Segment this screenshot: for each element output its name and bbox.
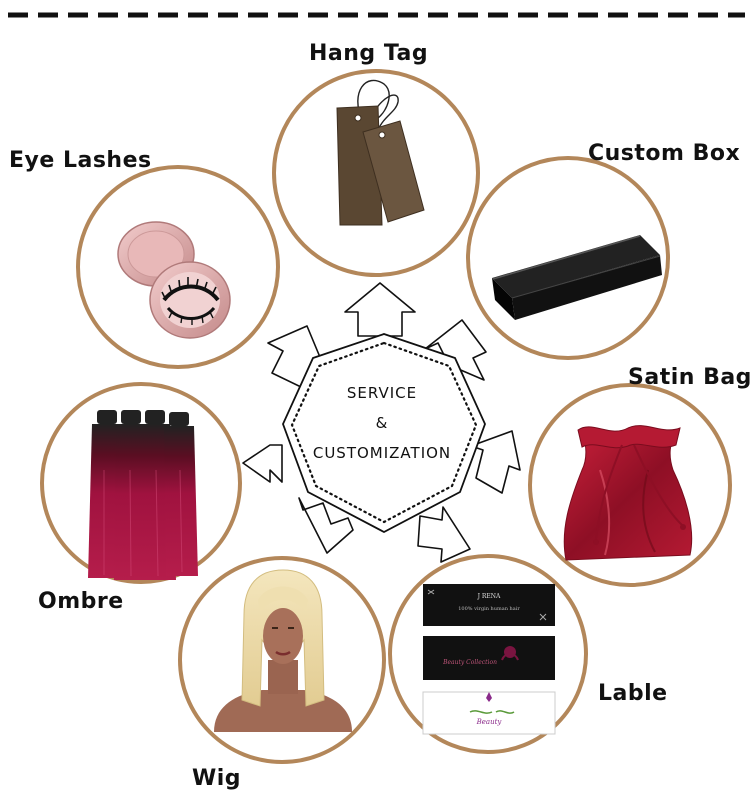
wig-mannequin-icon xyxy=(214,569,352,732)
arrow-down-right xyxy=(417,506,471,563)
label-hang-tag: Hang Tag xyxy=(309,41,429,66)
label-eye-lashes: Eye Lashes xyxy=(9,148,152,173)
satin-bag-icon xyxy=(563,425,693,561)
center-text-service: SERVICE xyxy=(346,384,418,402)
center-text-customization: CUSTOMIZATION xyxy=(312,444,452,462)
arrow-down-left xyxy=(298,497,354,554)
label-card2-text: Beauty Collection xyxy=(442,659,497,666)
label-custom-box: Custom Box xyxy=(588,141,741,166)
arrows xyxy=(242,282,521,563)
arrow-right xyxy=(470,430,521,494)
label-satin-bag: Satin Bag xyxy=(628,365,750,390)
label-cards-icon xyxy=(422,584,556,735)
label-card3-text: Beauty xyxy=(476,718,503,726)
center-text-ampersand: & xyxy=(375,414,389,432)
ombre-bundles-icon xyxy=(88,410,198,580)
lash-case-icon xyxy=(117,221,231,339)
arrow-up xyxy=(344,282,416,337)
arrow-left xyxy=(242,444,283,483)
label-lable: Lable xyxy=(598,681,668,706)
label-wig: Wig xyxy=(192,766,242,791)
arrow-up-right xyxy=(424,319,487,381)
label-ombre: Ombre xyxy=(38,589,124,614)
black-box-icon xyxy=(492,235,662,320)
center-heptagon xyxy=(282,333,486,534)
hang-tag-icon xyxy=(336,79,425,226)
label-card1-title: J RENA xyxy=(477,593,501,600)
label-card1-sub: 100% virgin human hair xyxy=(458,606,520,612)
